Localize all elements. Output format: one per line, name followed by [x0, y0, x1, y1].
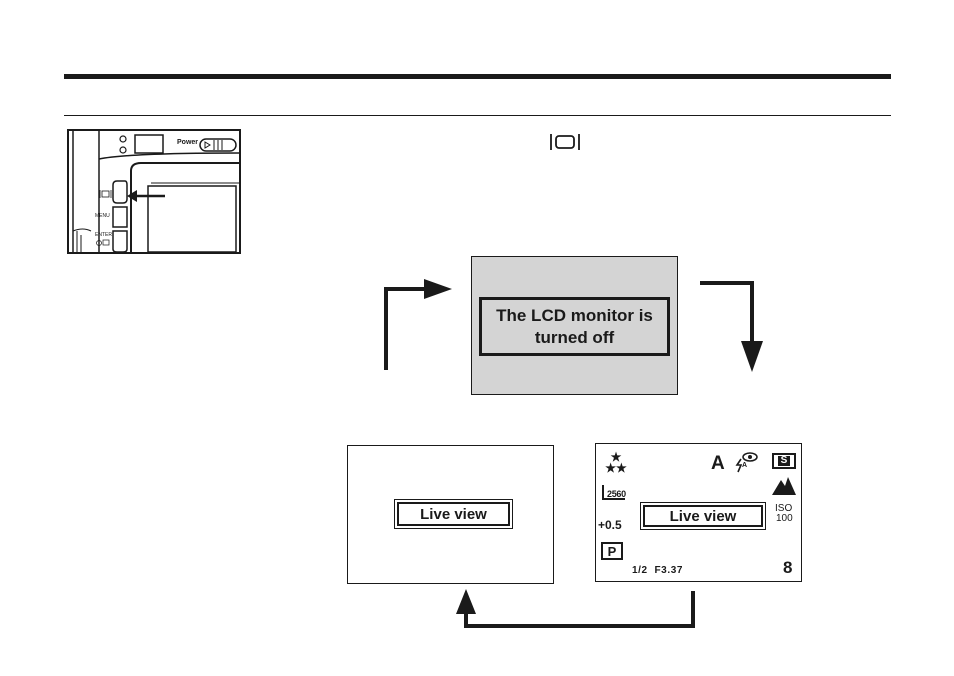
shutter-aperture: 1/2 F3.37 [632, 565, 683, 576]
quality-stars-icon: ★★★ [605, 452, 627, 474]
lcd-off-message: The LCD monitor is turned off [479, 297, 670, 356]
program-mode-badge: P [601, 542, 623, 560]
arrow-into-off-state [424, 279, 452, 299]
shots-remaining: 8 [783, 558, 792, 578]
live-view-label: Live view [420, 506, 487, 523]
resolution-value: 2560 [607, 489, 626, 499]
live-view-box: Live view [394, 499, 513, 529]
exposure-comp: +0.5 [598, 518, 622, 532]
iso-value: 100 [776, 514, 793, 524]
arrow-down-to-info [741, 341, 763, 372]
live-view-info-box: Live view [640, 502, 766, 530]
resolution-indicator: 2560 [601, 484, 627, 501]
mode-letter: A [711, 453, 725, 475]
arrow-up-to-live [456, 589, 476, 614]
flash-redeye-icon: A [735, 451, 761, 473]
live-view-info-label: Live view [670, 508, 737, 525]
lcd-off-text: The LCD monitor is turned off [488, 305, 661, 349]
svg-text:A: A [742, 462, 747, 469]
storage-card-icon: S [772, 453, 796, 469]
landscape-icon [772, 474, 796, 496]
